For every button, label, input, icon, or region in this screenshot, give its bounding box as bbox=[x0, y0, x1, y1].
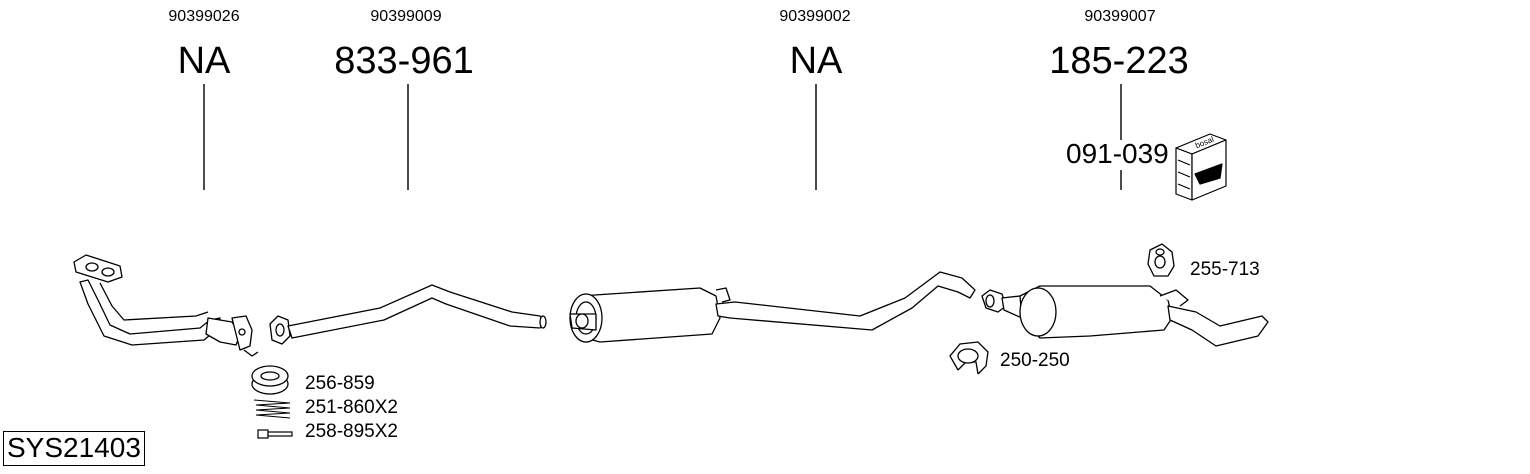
spring-icon bbox=[253, 399, 291, 419]
kit-ref[interactable]: 091-039 bbox=[1066, 138, 1169, 169]
oe-number-4: 90399007 bbox=[1084, 8, 1156, 25]
clamp-label[interactable]: 250-250 bbox=[1000, 350, 1070, 371]
rubber-hanger-label[interactable]: 255-713 bbox=[1190, 259, 1260, 280]
front-pipe-part bbox=[73, 254, 259, 357]
centre-silencer-part bbox=[569, 271, 976, 343]
rubber-hanger-icon bbox=[1147, 243, 1175, 277]
part-ref-3[interactable]: NA bbox=[789, 40, 843, 82]
part-ref-2[interactable]: 833-961 bbox=[334, 40, 474, 82]
bolt-label[interactable]: 258-895X2 bbox=[305, 421, 398, 442]
spring-label[interactable]: 251-860X2 bbox=[305, 397, 398, 418]
kit-box-icon bbox=[1175, 133, 1227, 201]
oe-number-1: 90399026 bbox=[168, 8, 240, 25]
gasket-icon bbox=[251, 365, 289, 395]
part-ref-1[interactable]: NA bbox=[177, 40, 231, 82]
intermediate-pipe-part bbox=[269, 284, 547, 345]
system-id-label: SYS21403 bbox=[3, 431, 145, 466]
oe-number-3: 90399002 bbox=[779, 8, 851, 25]
gasket-label[interactable]: 256-859 bbox=[305, 373, 375, 394]
bolt-icon bbox=[257, 429, 293, 439]
oe-number-2: 90399009 bbox=[370, 8, 442, 25]
clamp-icon bbox=[949, 341, 989, 375]
part-ref-4[interactable]: 185-223 bbox=[1049, 40, 1189, 82]
rear-silencer-part bbox=[981, 285, 1269, 347]
